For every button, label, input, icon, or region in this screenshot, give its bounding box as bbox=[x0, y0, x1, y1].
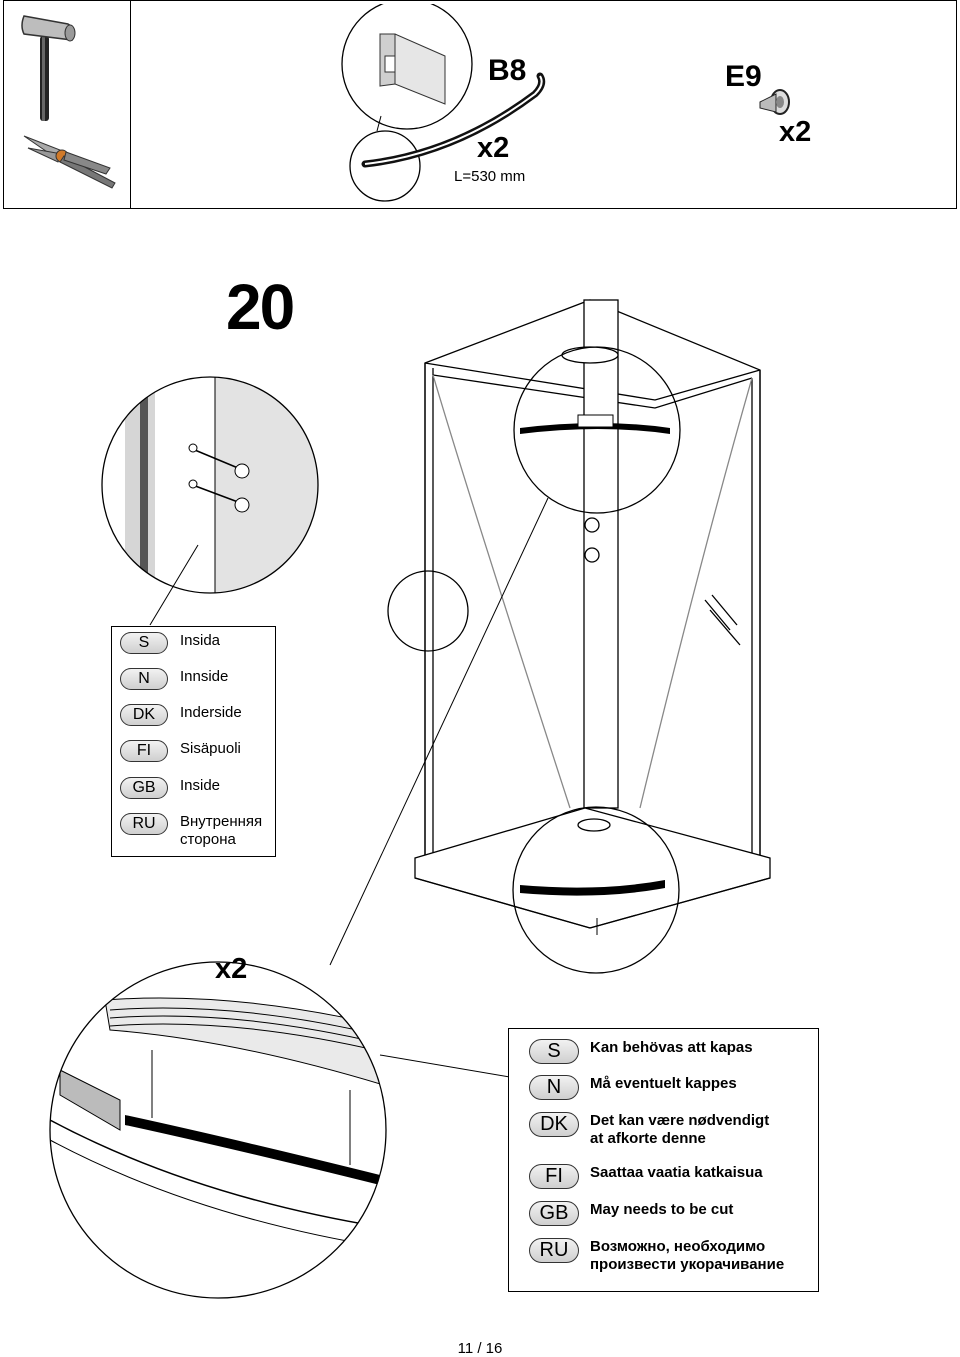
legend-inside-row-dk: DK Inderside bbox=[120, 704, 242, 726]
pruning-shears-icon bbox=[23, 135, 116, 189]
lang-code: GB bbox=[529, 1201, 579, 1226]
lang-code: N bbox=[529, 1075, 579, 1100]
lang-code: GB bbox=[120, 777, 168, 799]
step-number: 20 bbox=[226, 271, 295, 343]
lang-text: Insida bbox=[180, 632, 221, 649]
lang-code: S bbox=[529, 1039, 579, 1064]
legend-inside-row-s: S Insida bbox=[120, 632, 220, 654]
part-b8-length: L=530 mm bbox=[454, 168, 526, 185]
lang-text: May needs to be cut bbox=[590, 1201, 734, 1218]
lang-code: S bbox=[120, 632, 168, 654]
part-b8-qty: x2 bbox=[477, 132, 510, 164]
lang-text: Inderside bbox=[180, 704, 242, 721]
detail-qty: x2 bbox=[215, 953, 248, 985]
lang-code: DK bbox=[120, 704, 168, 726]
lang-text: Inside bbox=[180, 777, 221, 794]
part-b8-code: B8 bbox=[488, 54, 527, 87]
legend-may-need-cutting: S Kan behövas att kapas N Må eventuelt k… bbox=[508, 1028, 819, 1292]
legend-cut-row-s: S Kan behövas att kapas bbox=[529, 1039, 753, 1064]
hammer-icon bbox=[21, 15, 76, 121]
e9-cap-icon bbox=[759, 89, 790, 115]
part-e9-code: E9 bbox=[725, 60, 762, 93]
lang-code: RU bbox=[120, 813, 168, 835]
lang-text: Sisäpuoli bbox=[180, 740, 241, 757]
legend-cut-row-fi: FI Saattaa vaatia katkaisua bbox=[529, 1164, 763, 1189]
lang-text: Må eventuelt kappes bbox=[590, 1075, 737, 1092]
lang-code: DK bbox=[529, 1112, 579, 1137]
page-number: 11 / 16 bbox=[457, 1340, 503, 1357]
legend-inside-row-n: N Innside bbox=[120, 668, 228, 690]
legend-cut-row-gb: GB May needs to be cut bbox=[529, 1201, 733, 1226]
lang-text: Innside bbox=[180, 668, 229, 685]
lang-code: FI bbox=[529, 1164, 579, 1189]
parts-header bbox=[3, 0, 957, 209]
lang-code: RU bbox=[529, 1238, 579, 1263]
header-divider bbox=[130, 0, 131, 209]
shower-cabin bbox=[414, 299, 771, 929]
b8-rail-detail bbox=[341, 4, 546, 202]
legend-inside: S Insida N Innside DK Inderside FI Sisäp… bbox=[111, 626, 276, 857]
legend-cut-row-n: N Må eventuelt kappes bbox=[529, 1075, 737, 1100]
lang-code: N bbox=[120, 668, 168, 690]
legend-inside-row-fi: FI Sisäpuoli bbox=[120, 740, 241, 762]
legend-inside-row-gb: GB Inside bbox=[120, 777, 220, 799]
part-e9-qty: x2 bbox=[779, 116, 812, 148]
lang-text: Saattaa vaatia katkaisua bbox=[590, 1164, 763, 1181]
wall-detail bbox=[101, 376, 319, 626]
lang-text: Kan behövas att kapas bbox=[590, 1039, 753, 1056]
lang-code: FI bbox=[120, 740, 168, 762]
